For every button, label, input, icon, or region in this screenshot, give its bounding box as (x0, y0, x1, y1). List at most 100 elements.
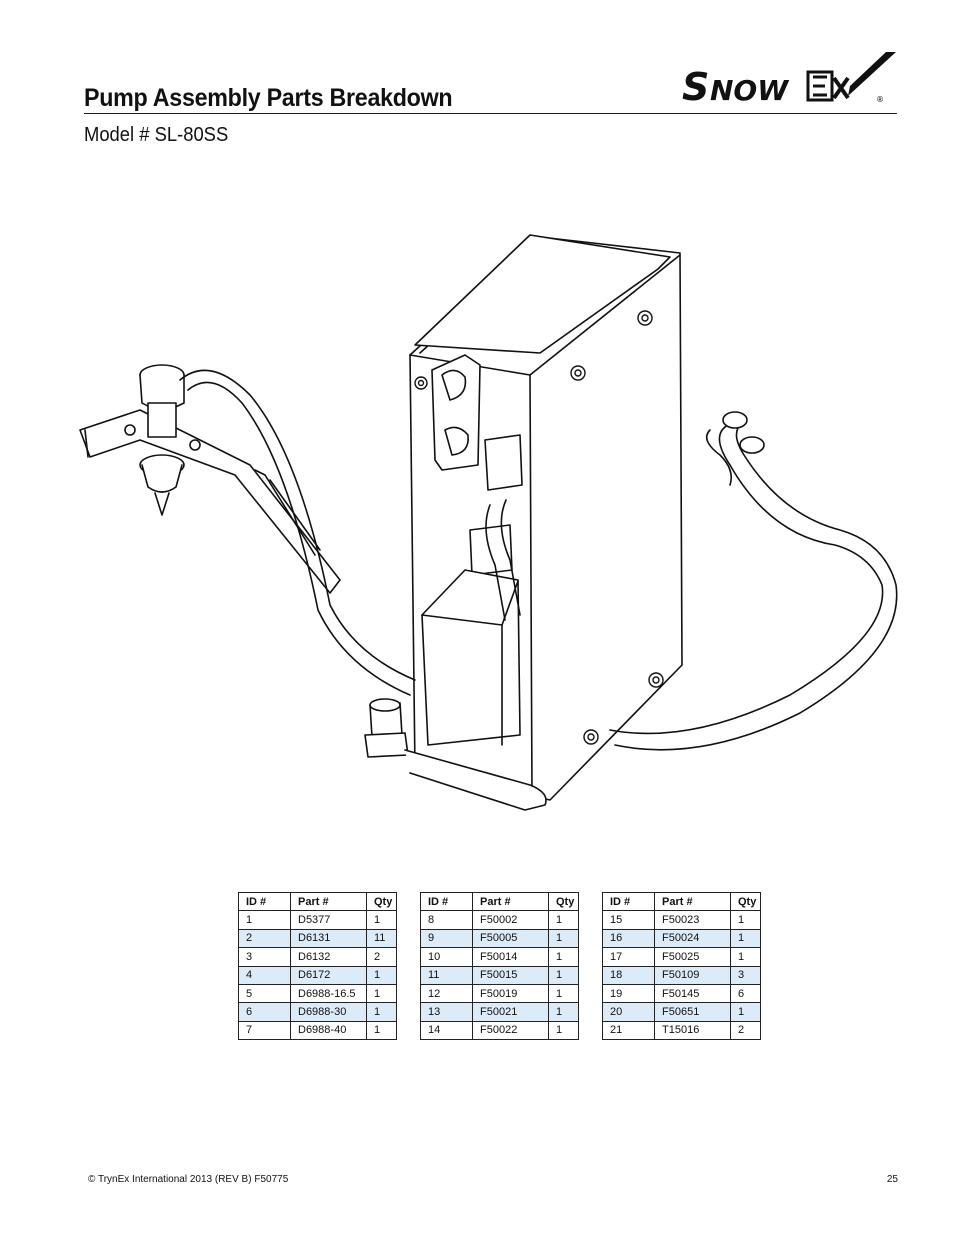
header-part: Part # (290, 891, 367, 912)
cell-id: 2 (238, 928, 291, 949)
cell-part: F50005 (472, 928, 549, 949)
svg-text:S: S (682, 65, 709, 109)
cell-part: D6131 (290, 928, 367, 949)
cell-qty: 11 (366, 928, 397, 949)
cell-id: 18 (602, 965, 655, 985)
table-header-row: ID # Part # Qty (602, 891, 761, 912)
page-number: 25 (886, 1174, 898, 1185)
header-qty: Qty (548, 891, 579, 912)
footer-copyright: © TrynEx International 2013 (REV B) F507… (88, 1174, 289, 1185)
cell-id: 12 (420, 983, 473, 1004)
cell-part: F50651 (654, 1002, 731, 1022)
cell-id: 21 (602, 1020, 655, 1041)
cell-part: D6172 (290, 965, 367, 985)
cell-qty: 1 (730, 928, 761, 949)
svg-text:NOW: NOW (710, 74, 789, 107)
cell-qty: 1 (548, 1020, 579, 1041)
cell-part: F50145 (654, 983, 731, 1004)
cell-id: 16 (602, 928, 655, 949)
cell-part: D6988-16.5 (290, 983, 367, 1004)
pump-assembly-drawing (70, 225, 910, 815)
cell-part: T15016 (654, 1020, 731, 1041)
cell-qty: 1 (730, 947, 761, 967)
cell-part: D6988-40 (290, 1020, 367, 1041)
cell-qty: 2 (366, 947, 397, 967)
cell-qty: 3 (730, 965, 761, 985)
cell-id: 7 (238, 1020, 291, 1041)
cell-id: 20 (602, 1002, 655, 1022)
header-rule (84, 113, 897, 114)
cell-qty: 1 (548, 928, 579, 949)
cell-part: F50109 (654, 965, 731, 985)
cell-part: F50025 (654, 947, 731, 967)
cell-id: 13 (420, 1002, 473, 1022)
cell-qty: 1 (548, 1002, 579, 1022)
cell-id: 5 (238, 983, 291, 1004)
cell-part: F50021 (472, 1002, 549, 1022)
header-id: ID # (238, 891, 291, 912)
cell-id: 6 (238, 1002, 291, 1022)
cell-id: 4 (238, 965, 291, 985)
cell-id: 17 (602, 947, 655, 967)
header-id: ID # (420, 891, 473, 912)
table-header-row: ID # Part # Qty (420, 891, 579, 912)
header-part: Part # (472, 891, 549, 912)
cell-part: F50024 (654, 928, 731, 949)
cell-qty: 1 (366, 965, 397, 985)
cell-qty: 1 (548, 983, 579, 1004)
cell-qty: 1 (548, 947, 579, 967)
cell-id: 19 (602, 983, 655, 1004)
model-number: Model # SL-80SS (84, 124, 229, 146)
cell-part: D5377 (290, 910, 367, 930)
cell-qty: 1 (730, 1002, 761, 1022)
cell-qty: 1 (548, 965, 579, 985)
cell-qty: 1 (366, 1002, 397, 1022)
cell-part: D6132 (290, 947, 367, 967)
cell-id: 14 (420, 1020, 473, 1041)
cell-id: 9 (420, 928, 473, 949)
cell-qty: 2 (730, 1020, 761, 1041)
header-qty: Qty (730, 891, 761, 912)
snowex-logo-graphic: S NOW ® (682, 52, 896, 109)
cell-part: F50015 (472, 965, 549, 985)
cell-part: F50014 (472, 947, 549, 967)
cell-qty: 1 (730, 910, 761, 930)
cell-part: D6988-30 (290, 1002, 367, 1022)
page-title: Pump Assembly Parts Breakdown (84, 84, 453, 112)
cell-id: 11 (420, 965, 473, 985)
cell-id: 1 (238, 910, 291, 930)
cell-part: F50002 (472, 910, 549, 930)
cell-qty: 1 (548, 910, 579, 930)
table-header-row: ID # Part # Qty (238, 891, 397, 912)
cell-qty: 1 (366, 983, 397, 1004)
header-part: Part # (654, 891, 731, 912)
header-qty: Qty (366, 891, 397, 912)
cell-id: 3 (238, 947, 291, 967)
cell-id: 10 (420, 947, 473, 967)
cell-qty: 1 (366, 910, 397, 930)
cell-qty: 1 (366, 1020, 397, 1041)
